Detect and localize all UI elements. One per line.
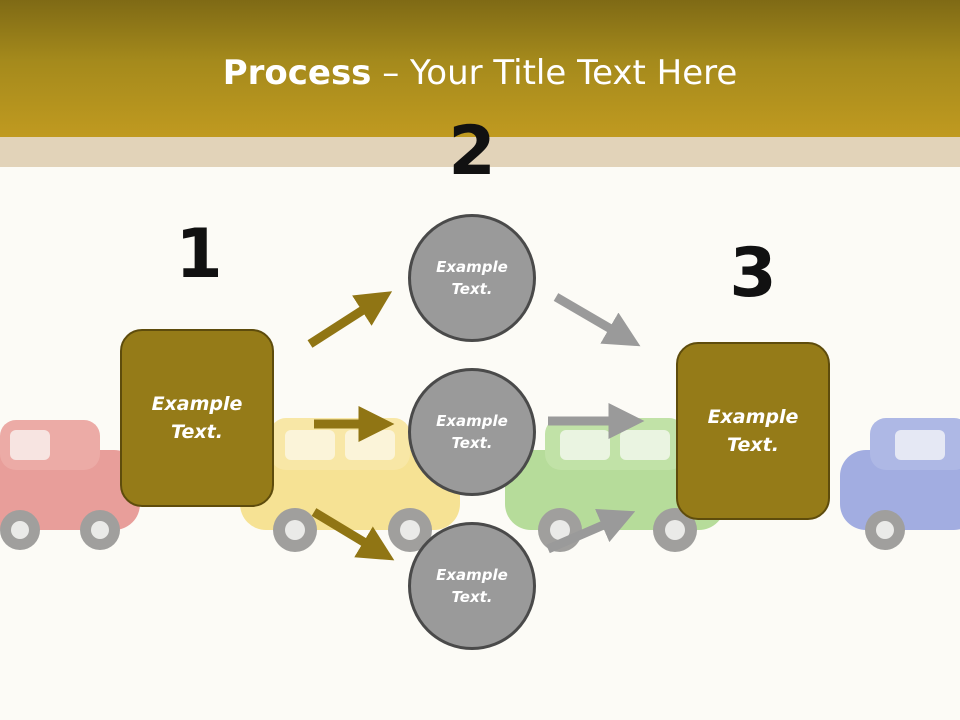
blue-car — [840, 418, 960, 550]
slide-title: Process – Your Title Text Here — [0, 53, 960, 93]
arrow-2-bottom-to-3 — [546, 509, 636, 554]
circle-middle-text: Example Text. — [436, 411, 508, 453]
title-rest: – Your Title Text Here — [371, 53, 738, 93]
step-1-text: Example Text. — [151, 392, 243, 444]
header-band — [0, 0, 960, 137]
step-3-text: Example Text. — [707, 405, 799, 457]
step-2-circle-bottom: Example Text. — [408, 522, 536, 650]
circle-bottom-text: Example Text. — [436, 565, 508, 607]
step-2-circle-middle: Example Text. — [408, 368, 536, 496]
title-bold: Process — [222, 53, 372, 93]
step-3-number: 3 — [729, 234, 777, 313]
green-car — [505, 418, 725, 552]
step-3-box: Example Text. — [676, 342, 830, 520]
red-car — [0, 420, 140, 550]
circle-top-text: Example Text. — [436, 257, 508, 299]
step-2-number: 2 — [448, 112, 496, 191]
arrow-1-to-2-top — [307, 291, 393, 348]
background-cars-image — [0, 418, 960, 552]
step-1-number: 1 — [175, 215, 223, 294]
arrow-2-top-to-3 — [553, 293, 641, 347]
header-stripe — [0, 137, 960, 167]
step-2-circle-top: Example Text. — [408, 214, 536, 342]
arrow-1-to-2-bottom — [311, 508, 395, 561]
step-1-box: Example Text. — [120, 329, 274, 507]
